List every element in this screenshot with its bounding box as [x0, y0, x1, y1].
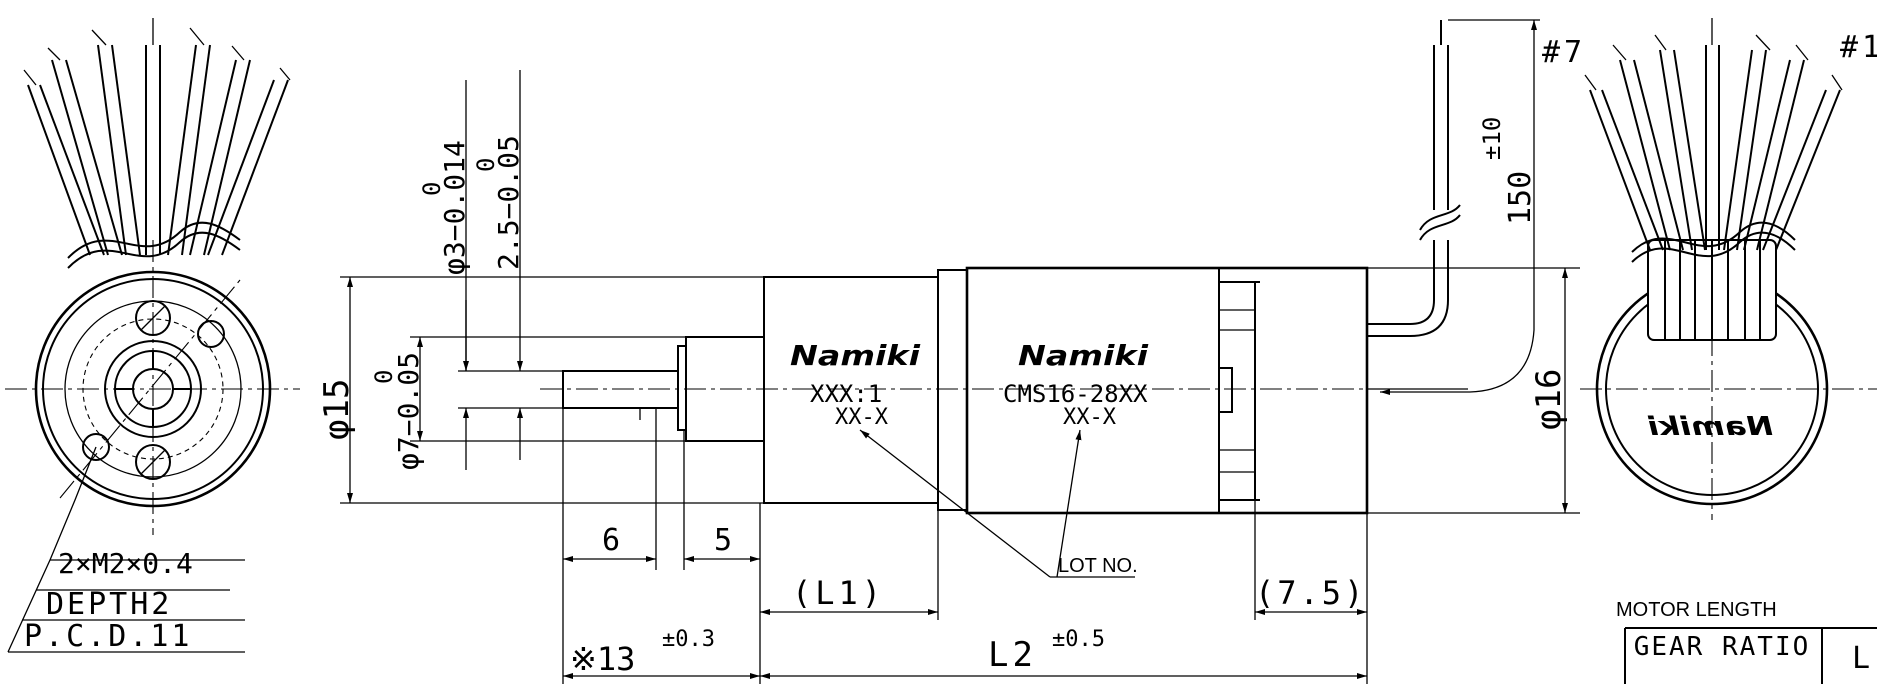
gearhead-length-dim: (L1): [792, 574, 885, 612]
motor-length-table: MOTOR LENGTH GEAR RATIO L: [1616, 599, 1877, 684]
rear-end-view: #7 #1 Namiki: [1542, 18, 1877, 520]
lead-length-dim: 150: [1503, 171, 1538, 225]
gear-ratio-marking: XXX:1: [810, 380, 882, 408]
brand-logo-motor: Namiki: [1018, 339, 1148, 372]
overall-length-tol: ±0.5: [1052, 627, 1105, 652]
flat-dimension: 2.5−0.05: [492, 135, 525, 270]
svg-text:Namiki: Namiki: [790, 339, 920, 372]
lead-wires-front: [23, 18, 291, 269]
motor-model-marking: CMS16-28XX: [1003, 380, 1148, 408]
front-end-view: 2×M2×0.4 DEPTH2 P.C.D.11: [5, 18, 300, 654]
depth-callout: DEPTH2: [46, 587, 172, 622]
lot-number-label: LOT NO.: [1058, 555, 1138, 577]
lead-wires-rear: [1584, 18, 1843, 263]
lead-length-tol: ±10: [1478, 117, 1506, 160]
brand-logo-rear-mirrored: Namiki: [1647, 412, 1773, 442]
table-header-gear-ratio: GEAR RATIO: [1634, 632, 1811, 662]
motor-body: [965, 266, 1369, 515]
boss-length-dim: 5: [714, 523, 732, 558]
thread-callout: 2×M2×0.4: [58, 547, 193, 580]
side-view: Namiki XXX:1 XX-X Namiki CMS16-28XX XX-X…: [317, 19, 1580, 684]
rear-length-dim: (7.5): [1255, 574, 1366, 612]
gear-ratio-text: GEAR RATIO: [1634, 632, 1811, 662]
motor-lot-marking: XX-X: [1063, 405, 1117, 430]
table-header-l: L: [1852, 641, 1870, 676]
overall-length-dim: L2: [988, 635, 1037, 675]
table-title: MOTOR LENGTH: [1616, 599, 1777, 621]
gearhead-lot-marking: XX-X: [835, 405, 889, 430]
shaft-diameter-dim: φ3−0.014: [438, 140, 471, 275]
shaft-length-dim: 6: [602, 523, 620, 558]
pin1-label: #1: [1840, 30, 1877, 65]
brand-logo-gearhead: Namiki: [790, 339, 920, 372]
flange-tol-zero: 0: [370, 370, 398, 384]
flat-tol-zero: 0: [472, 158, 500, 172]
output-length-dim: ※13: [570, 640, 635, 678]
svg-text:Namiki: Namiki: [1018, 339, 1148, 372]
svg-text:Namiki: Namiki: [1647, 412, 1773, 442]
pin7-label: #7: [1542, 35, 1586, 70]
shaft-tol-zero: 0: [418, 182, 446, 196]
pcd-callout: P.C.D.11: [24, 619, 193, 654]
flange-diameter-dim: φ7−0.05: [392, 352, 425, 470]
output-length-tol: ±0.3: [662, 627, 715, 652]
body-diameter-dim: φ15: [317, 379, 357, 440]
motor-diameter-dim: φ16: [1529, 369, 1569, 430]
side-lead-wire: [1367, 20, 1461, 337]
